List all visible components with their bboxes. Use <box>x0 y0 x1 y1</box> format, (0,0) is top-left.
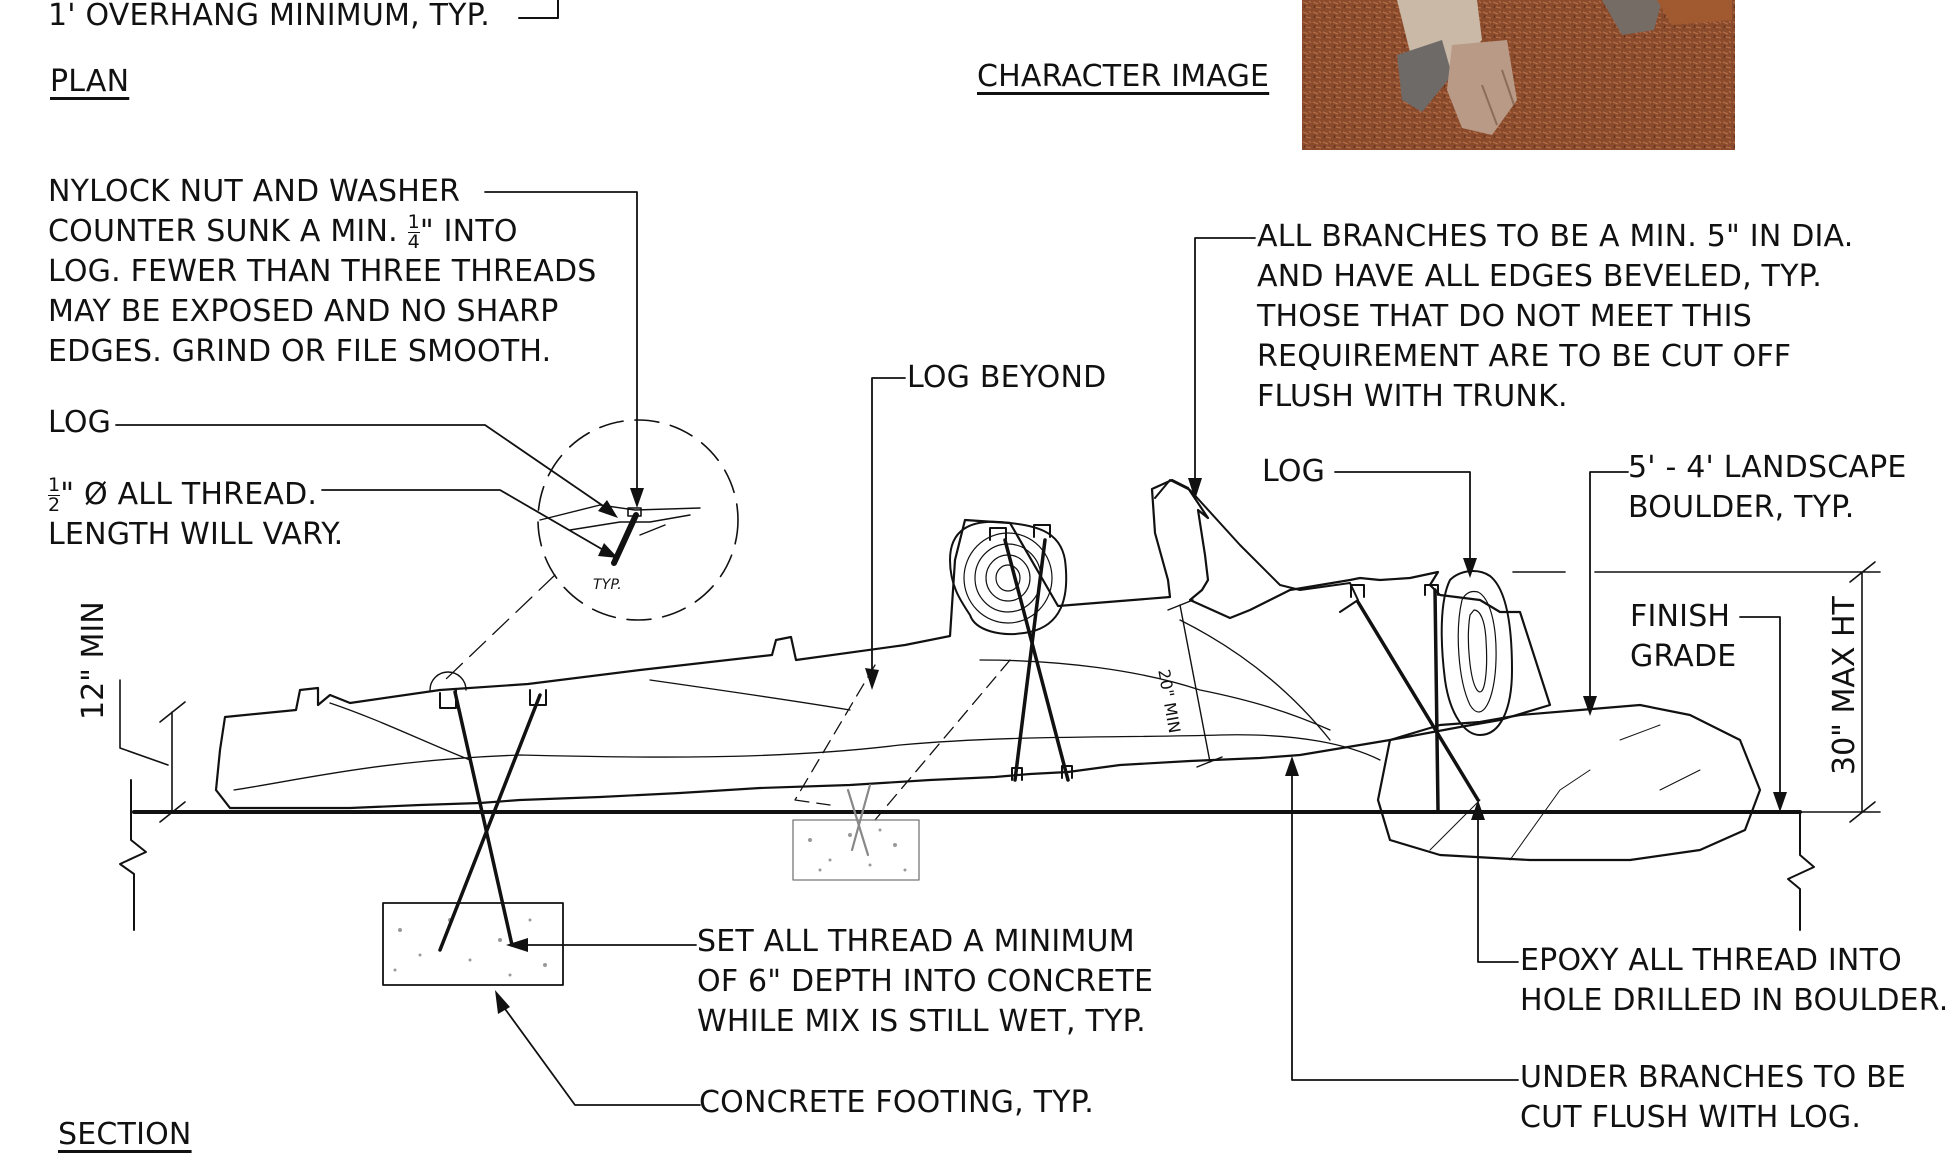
log-beyond-ring <box>985 554 1031 602</box>
branches-note: ALL BRANCHES TO BE A MIN. 5" IN DIA. AND… <box>1257 219 1854 414</box>
log-label-left: LOG <box>48 405 112 440</box>
log-section-outline <box>214 478 1552 810</box>
character-image-title: CHARACTER IMAGE <box>977 59 1270 94</box>
plan-title: PLAN <box>50 64 130 99</box>
nut-recess <box>1011 765 1073 781</box>
detail-callout-circle <box>537 419 739 621</box>
dim-12-min <box>119 679 186 823</box>
nut-recess <box>1350 584 1439 598</box>
boulder-note: 5' - 4' LANDSCAPE BOULDER, TYP. <box>1628 450 1907 525</box>
typ-label: TYP. <box>593 577 622 593</box>
under-branches-note: UNDER BRANCHES TO BE CUT FLUSH WITH LOG. <box>1520 1060 1907 1135</box>
detail-log-lines <box>539 504 701 536</box>
log-end-ring <box>1467 609 1488 693</box>
log-grain <box>649 679 851 711</box>
dim-20-min <box>1167 599 1223 768</box>
concrete-footing-note: CONCRETE FOOTING, TYP. <box>699 1085 1094 1120</box>
concrete-footing-beyond <box>792 819 920 881</box>
detail-nut <box>627 507 642 517</box>
log-grain <box>979 659 1331 731</box>
concrete-footing-left <box>382 902 564 986</box>
all-thread-rods-beyond <box>846 783 872 857</box>
finish-grade-note: FINISH GRADE <box>1630 599 1737 674</box>
log-beyond-dashed <box>794 659 1011 821</box>
log-end-ring <box>1457 590 1497 713</box>
log-beyond-ring <box>963 532 1053 624</box>
dim-12-min-label: 12" MIN <box>76 601 111 720</box>
break-line-right <box>1787 811 1815 931</box>
log-grain <box>329 702 471 761</box>
log-grain <box>233 734 1381 791</box>
log-label-right: LOG <box>1262 454 1326 489</box>
leader-arrowheads <box>495 478 1787 1014</box>
break-line-left <box>119 779 147 931</box>
overhang-leader <box>518 0 559 19</box>
nut-recess <box>989 524 1051 541</box>
section-title: SECTION <box>58 1117 192 1152</box>
log-beyond-label: LOG BEYOND <box>907 360 1107 395</box>
detail-leader-dashed <box>444 574 556 681</box>
all-thread-rods <box>438 538 1480 952</box>
character-image <box>1302 0 1735 150</box>
log-grain <box>1179 619 1331 741</box>
leader-lines <box>115 191 1781 1106</box>
dim-30-max-label: 30" MAX HT <box>1827 596 1862 775</box>
log-end-right <box>1440 570 1513 736</box>
epoxy-note: EPOXY ALL THREAD INTO HOLE DRILLED IN BO… <box>1520 943 1946 1018</box>
boulder-texture <box>1429 724 1701 861</box>
nylock-note: NYLOCK NUT AND WASHER COUNTER SUNK A MIN… <box>48 174 597 369</box>
log-beyond-end <box>949 520 1068 636</box>
detail-partial-circle <box>429 671 467 691</box>
nut-recess <box>439 689 547 709</box>
set-thread-note: SET ALL THREAD A MINIMUM OF 6" DEPTH INT… <box>697 924 1154 1039</box>
overhang-note: 1' OVERHANG MINIMUM, TYP. <box>48 0 491 33</box>
branch-upper <box>1154 479 1359 613</box>
dim-30-max <box>1512 561 1881 823</box>
detail-rod <box>611 512 639 566</box>
boulder-outline <box>1376 703 1762 862</box>
log-beyond-ring <box>995 564 1021 592</box>
